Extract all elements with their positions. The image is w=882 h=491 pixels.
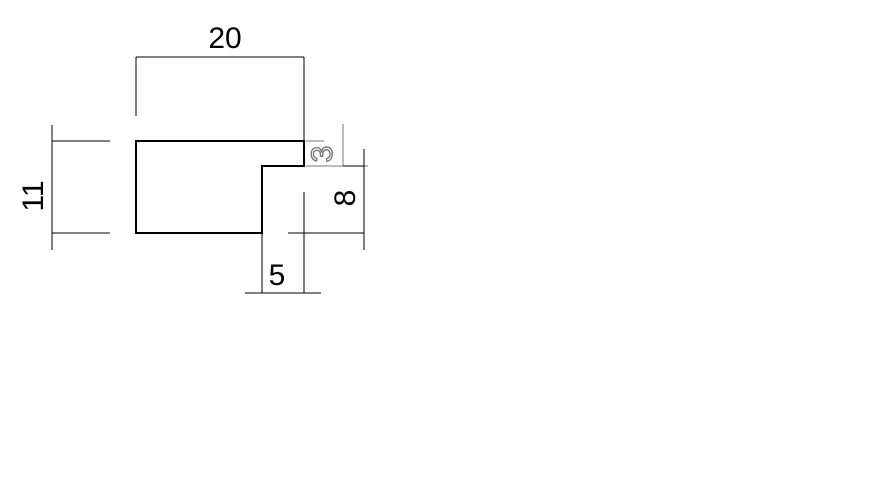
dimension-label-8: 8 <box>329 190 362 207</box>
dimension-right-height-8: 8 <box>288 149 365 250</box>
dimension-step-height-3: 3 <box>305 124 368 167</box>
dimension-label-5: 5 <box>269 259 286 292</box>
dimension-height-11: 11 <box>17 125 110 250</box>
dimension-step-width-5: 5 <box>245 192 321 294</box>
dimension-label-3: 3 <box>306 146 339 163</box>
dimension-label-11: 11 <box>17 180 50 211</box>
part-profile <box>135 140 305 234</box>
dimension-label-20: 20 <box>208 22 241 55</box>
dimension-width-20: 20 <box>135 22 305 141</box>
